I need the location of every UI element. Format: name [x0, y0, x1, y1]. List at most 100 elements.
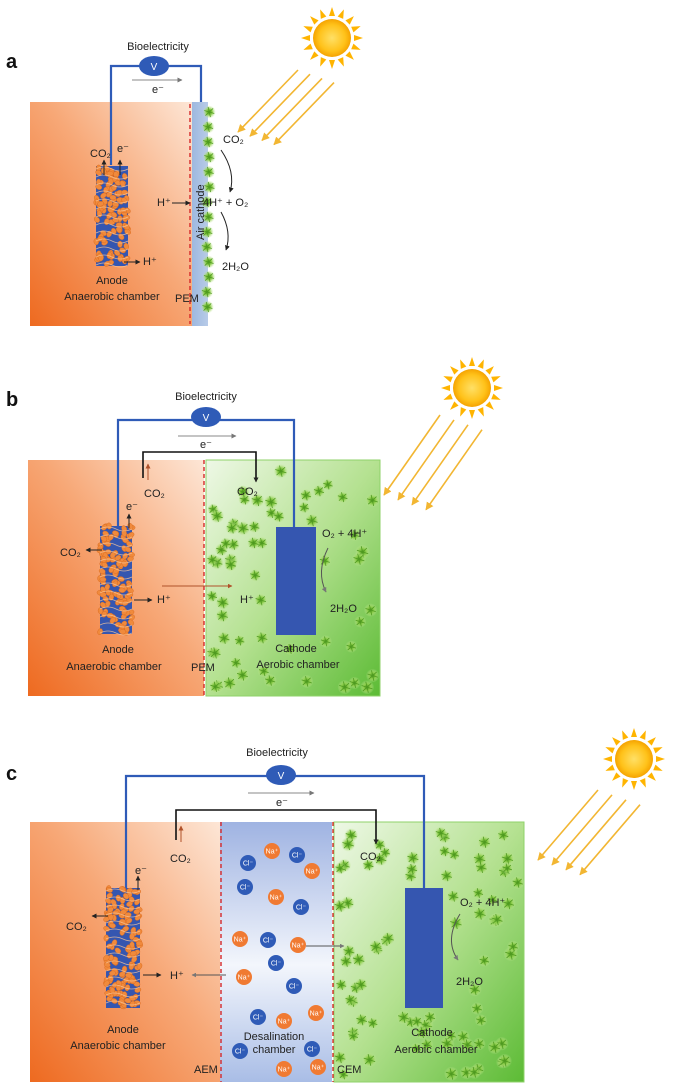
- algae-spike: [346, 644, 352, 648]
- algae-spike: [216, 515, 223, 519]
- algae-spike: [206, 291, 212, 294]
- light-beam: [425, 429, 483, 511]
- algae-spike: [439, 827, 442, 834]
- bacterium: [95, 169, 102, 176]
- algae-spike: [209, 183, 214, 188]
- algae-spike: [206, 288, 211, 293]
- algae-spike: [369, 604, 372, 611]
- algae-spike: [207, 557, 213, 561]
- biofilm-strand: [95, 254, 129, 260]
- algae-spike: [314, 490, 320, 495]
- anaerobic-chamber-label: Anaerobic chamber: [66, 661, 162, 673]
- algae-spike: [494, 1043, 500, 1048]
- panel-b: b V Bioelectricity e⁻ CO₂ CO₂ e⁻ CO₂ H⁺ …: [6, 357, 503, 697]
- algae-spike: [240, 499, 245, 504]
- algae-spike: [318, 487, 324, 492]
- algae-spike: [208, 213, 213, 218]
- algae-spike: [348, 994, 351, 1000]
- algae-spike: [388, 938, 394, 941]
- algae-spike: [242, 674, 248, 678]
- algae-spike: [327, 481, 332, 485]
- algae-spike: [263, 670, 269, 674]
- algae-spike: [380, 858, 383, 865]
- algae-spike: [421, 1042, 427, 1046]
- algae-spike: [446, 1073, 452, 1079]
- algae-spike: [343, 843, 349, 849]
- bacterium: [123, 893, 129, 900]
- sun-ray: [337, 9, 344, 19]
- sun-ray: [469, 357, 475, 367]
- chloride-ion: [250, 1009, 266, 1025]
- algae-spike: [480, 1019, 486, 1023]
- algae-spike: [265, 499, 272, 503]
- algae-spike: [406, 1021, 412, 1026]
- algae-spike: [235, 662, 241, 665]
- algae-spike: [476, 888, 479, 894]
- algae-spike: [443, 846, 446, 852]
- algae-spike: [209, 153, 214, 158]
- algae-spike: [415, 1045, 420, 1049]
- algae-spike: [360, 1014, 363, 1021]
- algae-spike: [324, 556, 329, 562]
- algae-spike: [340, 686, 346, 692]
- biofilm-strand: [95, 182, 129, 188]
- algae-spike: [372, 675, 375, 681]
- algae-spike: [337, 495, 343, 498]
- algae-spike: [451, 1073, 458, 1076]
- algae-spike: [225, 543, 228, 549]
- panel-a: a V Bioelectricity e⁻ CO₂ e⁻ H⁺ H⁺ Air c…: [6, 7, 363, 326]
- algae-spike: [372, 499, 378, 503]
- algae-spike: [249, 524, 255, 528]
- algae-spike: [505, 951, 511, 955]
- algae-spike: [513, 946, 518, 949]
- algae-spike: [410, 875, 416, 878]
- algae-spike: [411, 865, 417, 870]
- algae-spike: [492, 899, 495, 905]
- anode-electron-label: e⁻: [117, 143, 129, 155]
- electron-flow-label: e⁻: [152, 84, 164, 96]
- sun-ray: [469, 409, 475, 419]
- sodium-ion-label: Na⁺: [238, 975, 251, 982]
- algae-spike: [512, 943, 517, 947]
- bacterium: [111, 939, 118, 946]
- biofilm-strand: [95, 246, 129, 252]
- sun-ray: [320, 9, 327, 19]
- algae-spike: [507, 867, 513, 871]
- algae-spike: [354, 534, 357, 540]
- algae-spike: [207, 306, 213, 309]
- algae-spike: [479, 958, 485, 961]
- anode-co2-top-label: CO₂: [170, 853, 191, 865]
- algae-spike: [215, 686, 221, 689]
- algae-spike: [256, 635, 263, 639]
- algae-spike: [231, 527, 238, 531]
- algae-spike: [361, 1019, 364, 1026]
- algae-spike: [512, 946, 515, 952]
- algae-spike: [411, 868, 418, 872]
- algae-spike: [216, 613, 223, 617]
- algae-spike: [347, 902, 350, 909]
- algae-spike: [242, 491, 249, 494]
- algae-spike: [410, 875, 413, 882]
- algae-spike: [286, 648, 291, 653]
- algae-spike: [473, 856, 480, 860]
- algae-spike: [212, 595, 218, 598]
- algae-spike: [415, 1048, 418, 1054]
- algae-spike: [502, 901, 509, 904]
- algae-spike: [318, 490, 325, 494]
- algae-spike: [285, 647, 291, 650]
- bacterium: [93, 216, 100, 223]
- algae-spike: [465, 1039, 468, 1045]
- algae-spike: [216, 511, 222, 517]
- algae-spike: [496, 919, 503, 922]
- algae-spike: [268, 675, 271, 681]
- algae-spike: [482, 836, 485, 843]
- algae-spike: [209, 186, 215, 189]
- algae-spike: [441, 873, 447, 877]
- bacterium: [120, 207, 127, 213]
- algae-spike: [208, 216, 214, 219]
- bacterium: [119, 971, 126, 978]
- bacterium: [104, 583, 110, 591]
- biofilm-strand: [105, 944, 141, 950]
- algae-spike: [360, 980, 366, 985]
- sunlight-rays: [237, 69, 335, 146]
